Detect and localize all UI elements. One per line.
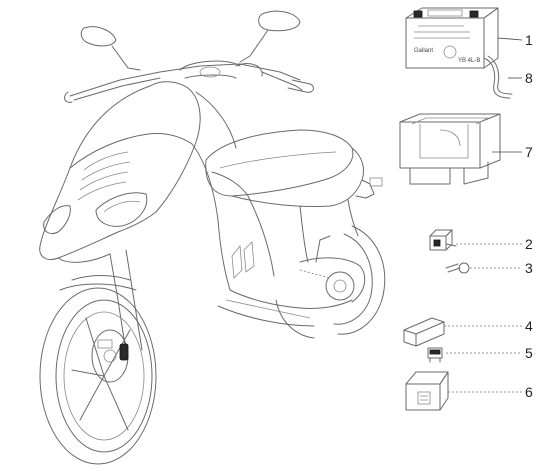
callout-8: 8 xyxy=(525,70,533,86)
vent-tube xyxy=(483,55,513,99)
seat xyxy=(205,129,365,197)
callout-4: 4 xyxy=(525,318,533,334)
callout-1: 1 xyxy=(525,32,533,48)
battery-tray xyxy=(399,113,501,185)
relay xyxy=(429,229,457,251)
handlebar xyxy=(64,60,314,103)
front-wheel xyxy=(39,287,157,465)
engine xyxy=(299,235,366,303)
front-fork xyxy=(59,249,143,353)
callout-numbers: 1 8 7 2 3 4 5 6 xyxy=(525,32,533,400)
battery-brand-label: Gallant xyxy=(414,48,433,54)
leader-lines xyxy=(444,37,523,393)
fuse xyxy=(427,347,443,363)
scooter-drawing xyxy=(39,10,386,465)
control-unit xyxy=(405,371,449,411)
callout-5: 5 xyxy=(525,345,533,361)
front-fairing xyxy=(39,81,201,263)
battery: Gallant YB 4L-B xyxy=(405,7,499,69)
fuse-holder xyxy=(403,317,445,347)
callout-2: 2 xyxy=(525,236,533,252)
callout-6: 6 xyxy=(525,384,533,400)
leg-shield xyxy=(191,91,353,327)
leader-1 xyxy=(497,37,523,41)
right-mirror xyxy=(239,10,301,63)
rear-body xyxy=(231,177,383,277)
left-mirror xyxy=(80,26,141,71)
rear-wheel xyxy=(275,225,386,339)
callout-3: 3 xyxy=(525,260,533,276)
battery-model-label: YB 4L-B xyxy=(458,58,480,64)
callout-7: 7 xyxy=(525,144,533,160)
screw xyxy=(445,262,470,274)
